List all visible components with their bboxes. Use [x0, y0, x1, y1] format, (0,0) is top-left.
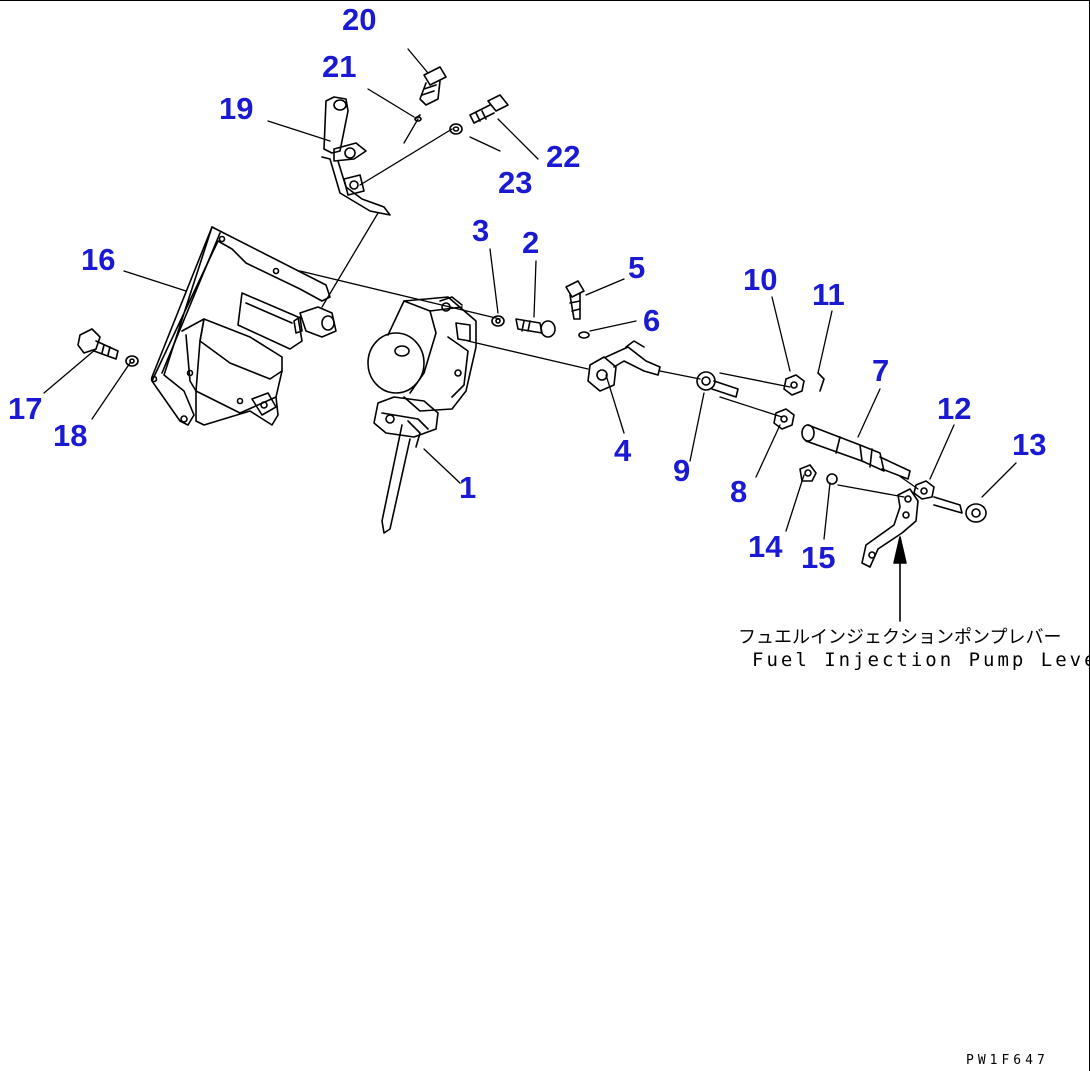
bracket-16	[150, 226, 337, 426]
motor-1	[367, 296, 477, 534]
bolt-22	[469, 94, 509, 124]
callout-5: 5	[628, 250, 646, 285]
pointer-arrow	[893, 536, 907, 622]
callout-20: 20	[342, 2, 377, 37]
callout-22: 22	[546, 139, 581, 174]
callout-1: 1	[459, 470, 477, 505]
callout-4: 4	[614, 433, 632, 468]
callout-11: 11	[812, 277, 845, 312]
callout-17: 17	[8, 391, 43, 426]
caption-english: Fuel Injection Pump Lever	[752, 649, 1090, 671]
callout-15: 15	[801, 540, 836, 575]
callout-10: 10	[743, 262, 778, 297]
callout-2: 2	[522, 225, 540, 260]
washer-15	[826, 473, 838, 485]
callout-6: 6	[643, 303, 661, 338]
bolt-5	[565, 280, 585, 320]
callout-3: 3	[472, 213, 490, 248]
rod-7	[801, 424, 911, 480]
caption-japanese: フュエルインジェクションポンプレバー	[738, 627, 1062, 648]
lever-4	[587, 340, 661, 392]
callout-19: 19	[219, 91, 254, 126]
nut-8	[773, 408, 795, 430]
bracket-19	[321, 96, 391, 216]
bolt-2	[515, 318, 556, 338]
leader-lines	[43, 48, 1017, 540]
nut-12	[913, 480, 935, 500]
callout-21: 21	[322, 49, 357, 84]
callout-14: 14	[748, 529, 783, 564]
callout-23: 23	[498, 165, 533, 200]
callout-16: 16	[81, 242, 116, 277]
callout-13: 13	[1012, 427, 1047, 462]
bolt-17	[77, 328, 119, 360]
callout-9: 9	[673, 453, 691, 488]
assembly-lines	[299, 118, 919, 498]
pin-21	[414, 114, 422, 122]
washer-3	[491, 315, 505, 327]
callout-18: 18	[53, 418, 88, 453]
rod-end-13	[933, 496, 987, 523]
bolt-20	[419, 66, 447, 106]
callout-12: 12	[937, 391, 972, 426]
washer-6	[578, 331, 590, 339]
nut-14	[799, 464, 817, 482]
nut-10	[783, 374, 805, 396]
pump-lever	[861, 488, 919, 568]
callout-8: 8	[730, 474, 748, 509]
clip-11	[817, 372, 825, 392]
washer-23	[449, 123, 463, 135]
callout-7: 7	[872, 353, 890, 388]
drawing-code: PW1F647	[966, 1053, 1049, 1068]
rod-end-9	[696, 371, 739, 398]
washer-18	[125, 355, 139, 367]
